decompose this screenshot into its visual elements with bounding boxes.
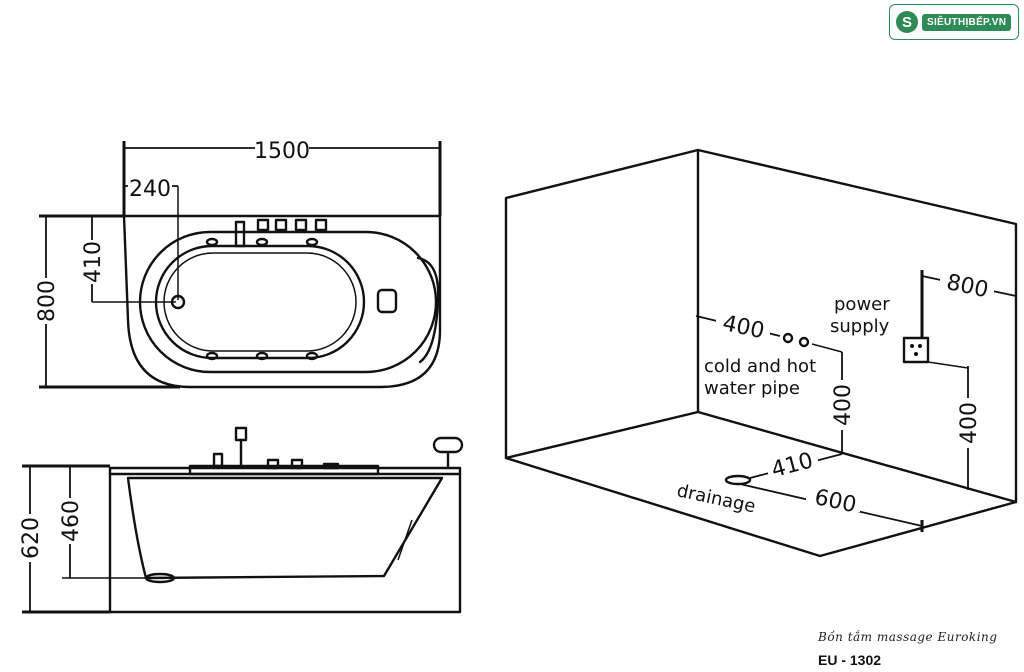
- tub-outer-rim: [122, 214, 442, 389]
- pipe-icon: [798, 336, 810, 348]
- jet-icon: [255, 237, 269, 247]
- label-bg: [716, 314, 770, 338]
- label-bg: [956, 398, 980, 448]
- tub-side-basin: [126, 476, 444, 580]
- side-view: 620 460: [18, 426, 464, 614]
- control-knob-icon: [274, 218, 288, 232]
- outlet-pin-icon: [914, 352, 918, 356]
- dim-label-pipe-height: 400: [831, 384, 856, 426]
- label-bg: [768, 452, 818, 474]
- room-view: power supply 800 400 400 cold and hot wa…: [504, 148, 1018, 558]
- tub-side-top: [188, 464, 380, 476]
- power-label-line1: power: [834, 294, 890, 315]
- pipe-label-line2: water pipe: [704, 378, 800, 399]
- pipe-icon: [782, 332, 794, 344]
- pillow-icon: [376, 288, 398, 314]
- control-knob-icon: [290, 458, 304, 470]
- tub-headrest-curve: [416, 256, 440, 364]
- drain-outlet-icon: [144, 572, 176, 584]
- control-knob-icon: [314, 218, 328, 232]
- jet-icon: [305, 237, 319, 247]
- brand-logo: S SIÊUTHỊBẾP.VN: [889, 4, 1019, 40]
- top-view: 1500 240 800 410: [34, 138, 442, 389]
- dim-label-inner-height: 460: [59, 500, 84, 542]
- drain-icon: [170, 294, 186, 310]
- label-bg: [940, 272, 994, 296]
- label-bg: [18, 514, 42, 562]
- control-knob-icon: [256, 218, 270, 232]
- outlet-pin-icon: [918, 344, 922, 348]
- power-outlet-icon: [902, 336, 930, 364]
- dim-label-length: 1500: [254, 139, 310, 164]
- dim-label-total-height: 620: [19, 517, 44, 559]
- tub-rim-inner: [138, 230, 438, 374]
- label-bg: [80, 240, 104, 284]
- jet-icon: [255, 351, 269, 361]
- jet-icon: [305, 351, 319, 361]
- headrest-icon: [432, 436, 464, 454]
- tub-side-skirt: [108, 466, 462, 614]
- tub-side-panel-line: [397, 519, 413, 561]
- product-model: EU - 1302: [818, 652, 882, 668]
- showerhead-icon: [234, 426, 248, 442]
- brand-logo-icon: S: [896, 11, 918, 33]
- room-outline: [504, 148, 1018, 558]
- brand-logo-text: SIÊUTHỊBẾP.VN: [922, 13, 1012, 31]
- dim-label-faucet-offset: 240: [129, 177, 171, 202]
- tub-basin-floor: [163, 252, 357, 352]
- pipe-label-line1: cold and hot: [704, 356, 816, 377]
- tub-basin: [154, 244, 366, 360]
- label-bg: [830, 380, 854, 430]
- jet-icon: [205, 351, 219, 361]
- label-bg: [34, 278, 58, 324]
- control-knob-icon: [294, 218, 308, 232]
- dim-label-width: 800: [35, 280, 60, 322]
- label-bg: [128, 176, 172, 198]
- outlet-pin-icon: [910, 344, 914, 348]
- dim-label-power-height: 400: [957, 402, 982, 444]
- control-knob-icon: [212, 452, 224, 468]
- jets: [205, 237, 319, 361]
- dim-leader: [811, 343, 843, 353]
- jet-icon: [205, 237, 219, 247]
- drain-icon: [724, 474, 752, 486]
- power-label-line2: supply: [830, 316, 890, 337]
- label-bg: [806, 488, 860, 512]
- room-back-edges: [504, 148, 700, 460]
- faucet-icon: [234, 220, 246, 248]
- label-bg: [255, 138, 309, 160]
- control-knob-icon: [322, 462, 340, 470]
- dim-label-drain-offset: 410: [81, 241, 106, 283]
- dim-leader: [927, 361, 969, 369]
- product-caption: Bồn tắm massage Euroking: [818, 630, 998, 644]
- room-floor-edge: [696, 410, 1018, 504]
- control-knob-icon: [266, 458, 280, 470]
- label-bg: [58, 498, 82, 544]
